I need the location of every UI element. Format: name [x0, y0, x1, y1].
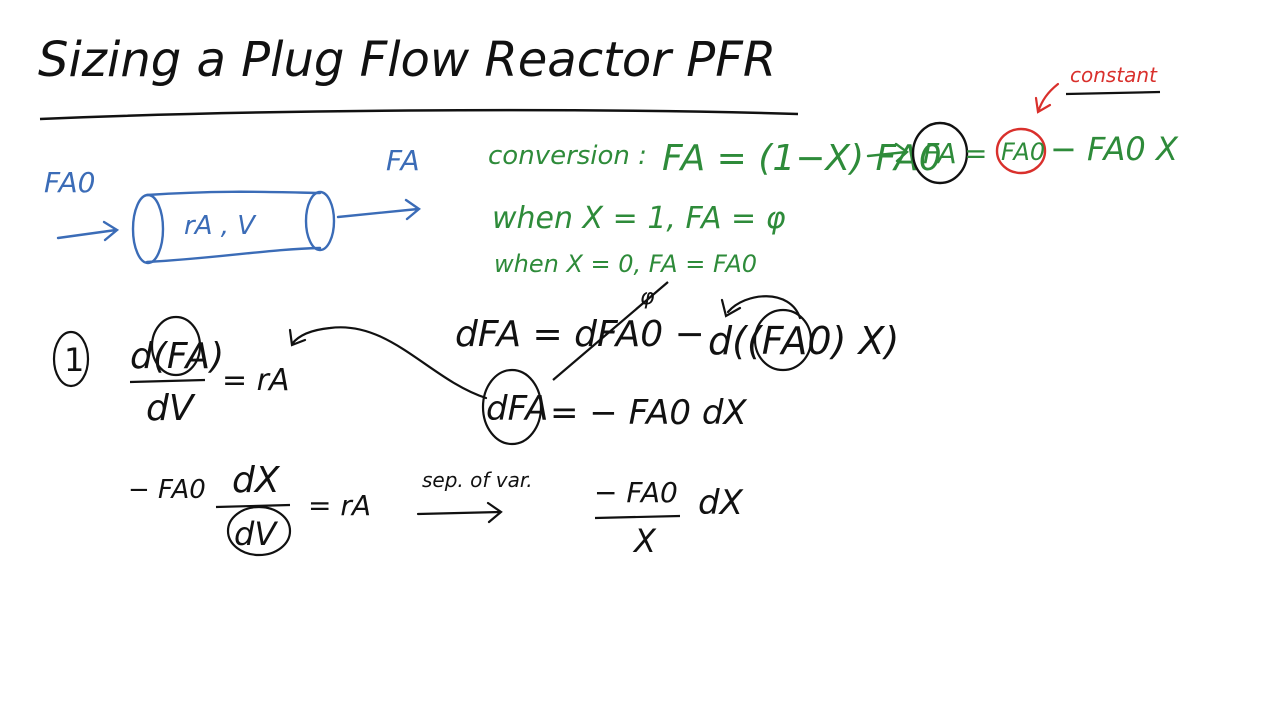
substituted-denominator: dV	[234, 515, 278, 553]
substituted-fraction-bar	[215, 503, 291, 509]
fa0-circle	[753, 308, 813, 372]
expanded-fa: FA	[923, 137, 957, 170]
case-x-equals-1: when X = 1, FA = φ	[492, 201, 786, 236]
substituted-rhs: = rA	[308, 489, 371, 522]
differential-rhs: d((FA0) X)	[708, 319, 899, 363]
constant-pull-arrow	[720, 295, 802, 320]
dfa0-strikeout	[552, 281, 669, 381]
design-eq-denominator: dV	[146, 388, 196, 429]
design-fa-circle	[150, 315, 202, 377]
constant-note: constant	[1070, 63, 1158, 87]
dv-circle	[226, 505, 292, 557]
constant-arrow	[1034, 82, 1060, 114]
page-title: Sizing a Plug Flow Reactor PFR	[38, 32, 776, 88]
fa0-constant-circle	[995, 127, 1047, 175]
result-denominator: X	[632, 522, 657, 560]
separation-arrow	[416, 501, 503, 524]
reactor-diagram: FA0 rA , V FA	[44, 144, 421, 265]
substituted-numerator: dX	[232, 460, 281, 501]
dfa-circle	[481, 368, 543, 446]
separation-note: sep. of var.	[422, 468, 533, 492]
conversion-equation: FA = (1−X) FA0	[662, 138, 942, 179]
result-dx: dX	[698, 483, 744, 523]
reactor-left-end	[131, 193, 165, 265]
substituted-coefficient: − FA0	[128, 475, 206, 505]
title-underline	[39, 108, 799, 121]
reactor-outlet-label: FA	[386, 144, 420, 177]
case-x-equals-0: when X = 0, FA = FA0	[494, 250, 757, 278]
expanded-fa0: FA0	[1001, 138, 1045, 166]
design-eq-fraction-bar	[129, 378, 206, 384]
reactor-outlet-arrow	[336, 198, 421, 221]
reactor-right-end	[304, 190, 336, 252]
design-eq-rhs: = rA	[222, 363, 290, 398]
differential-line: dFA = dFA0 −	[455, 314, 705, 355]
reactor-tube	[145, 190, 322, 264]
strike-mark: φ	[640, 285, 655, 310]
reactor-inlet-label: FA0	[44, 166, 95, 199]
expanded-rest: − FA0 X	[1050, 130, 1179, 168]
dfa-term: dFA	[486, 389, 548, 429]
result-fraction-bar	[594, 514, 681, 520]
dfa-rhs: = − FA0 dX	[550, 393, 747, 433]
conversion-arrow	[866, 142, 909, 163]
fa-circle	[911, 121, 969, 185]
constant-underline	[1065, 90, 1161, 96]
expanded-equals: =	[964, 137, 987, 170]
reactor-inlet-arrow	[56, 220, 120, 242]
step-number: 1	[64, 341, 84, 379]
step-number-circle	[52, 330, 90, 388]
design-eq-numerator: d(FA)	[130, 336, 224, 377]
substitution-arrow	[288, 326, 488, 400]
result-numerator: − FA0	[594, 476, 678, 509]
reactor-body-label: rA , V	[184, 211, 257, 241]
conversion-label: conversion :	[488, 141, 647, 171]
